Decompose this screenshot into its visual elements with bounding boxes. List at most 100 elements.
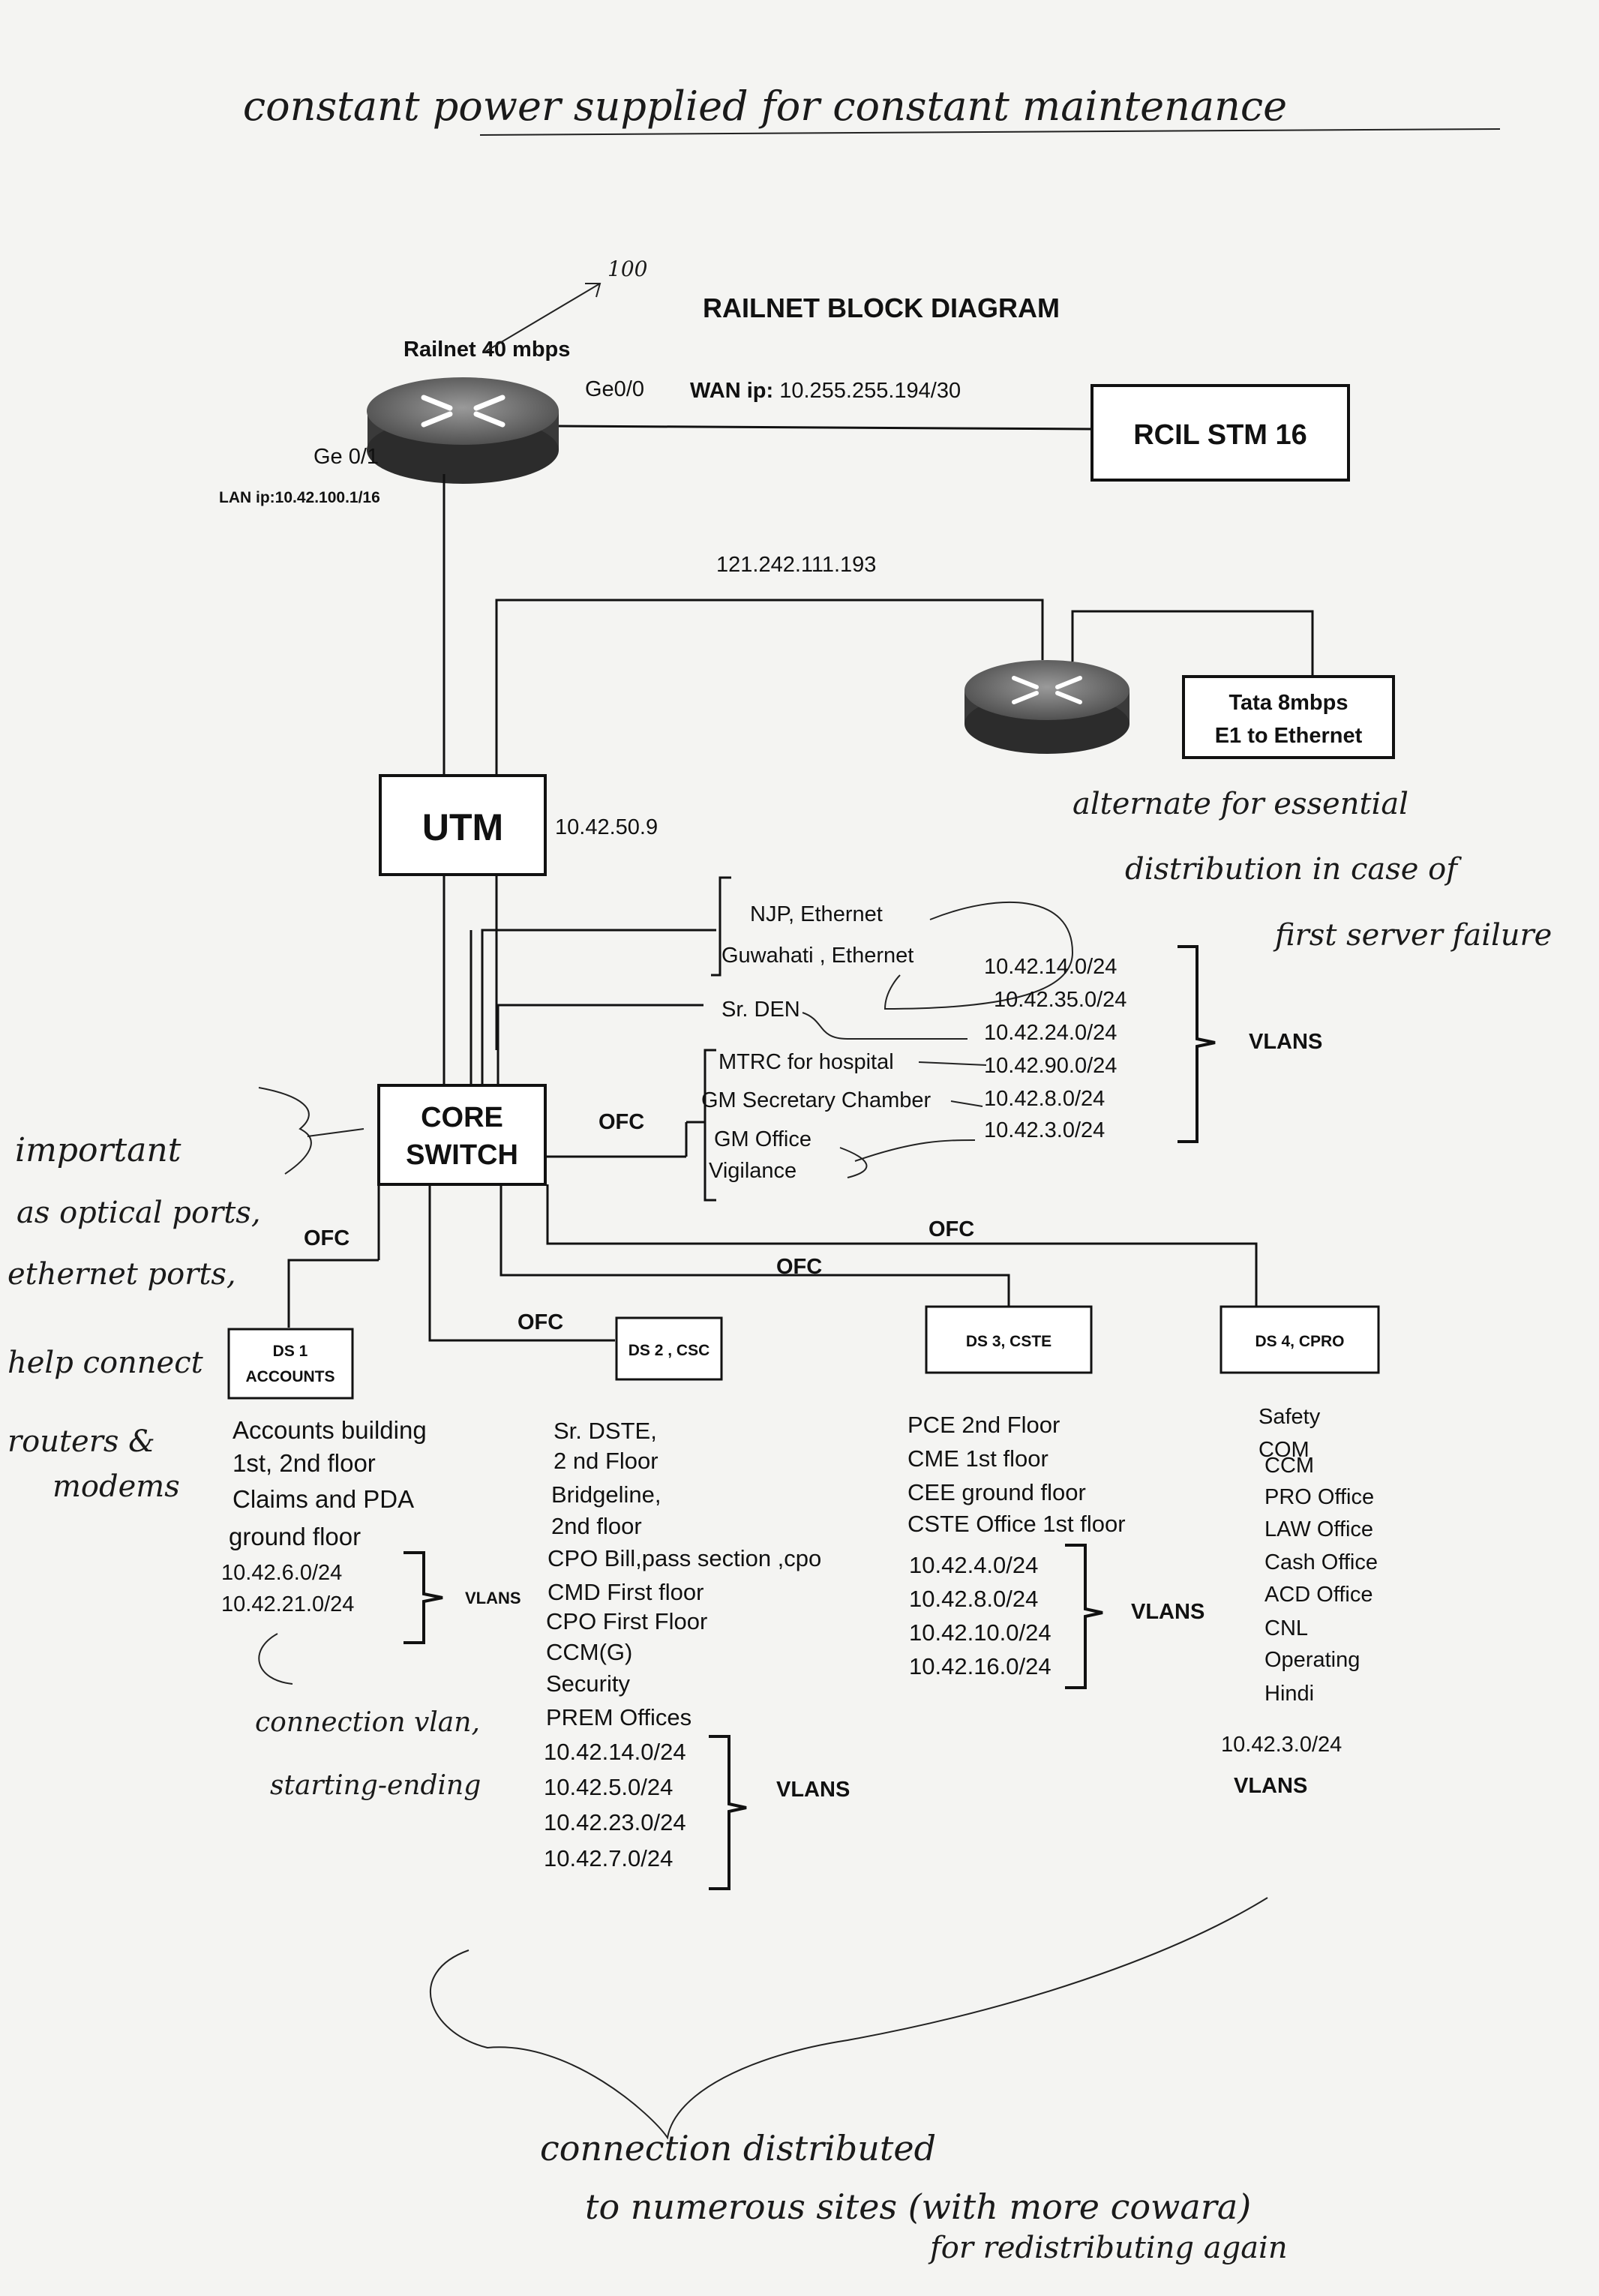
- bottom-note-1: connection distributed: [540, 2128, 936, 2168]
- ds2-item-2: 2 nd Floor: [554, 1448, 658, 1474]
- ofc-label-branches: OFC: [598, 1110, 644, 1134]
- ofc-label-ds2: OFC: [518, 1310, 563, 1334]
- ds2-box: [615, 1316, 723, 1381]
- branch-gm-secretary: GM Secretary Chamber: [701, 1088, 932, 1112]
- branch-vigilance: Vigilance: [709, 1159, 796, 1183]
- branch-vlans-label: VLANS: [1249, 1030, 1322, 1054]
- ds1-vlans-label: VLANS: [465, 1589, 521, 1607]
- link-secondary-to-tata: [1071, 610, 1314, 677]
- rcil-label: RCIL STM 16: [1133, 419, 1307, 451]
- ds2-vlan-1: 10.42.14.0/24: [544, 1739, 686, 1765]
- ds1-item-2: 1st, 2nd floor: [232, 1449, 376, 1477]
- link-core-to-srden: [496, 1004, 704, 1084]
- ds3-item-1: PCE 2nd Floor: [908, 1412, 1060, 1438]
- ds4-vlan-1: 10.42.3.0/24: [1221, 1733, 1342, 1757]
- utm-label: UTM: [422, 806, 503, 848]
- ds1-box: [227, 1328, 354, 1400]
- ds4-item-8: CNL: [1264, 1616, 1308, 1640]
- lan-ip-label: LAN ip:10.42.100.1/16: [219, 489, 380, 506]
- ds4-item-6: Cash Office: [1264, 1550, 1378, 1574]
- ds3-item-2: CME 1st floor: [908, 1445, 1048, 1472]
- link-core-to-njp: [481, 929, 716, 1084]
- ds2-item-10: PREM Offices: [546, 1704, 692, 1730]
- rcil-stm16-box: [1090, 384, 1350, 482]
- railnet-router-icon: [367, 377, 559, 484]
- ds2-item-3: Bridgeline,: [551, 1481, 661, 1508]
- annotation-100: 100: [608, 257, 647, 281]
- public-ip-label: 121.242.111.193: [716, 553, 876, 577]
- link-core-to-ds2: [428, 1184, 615, 1342]
- ds3-vlan-2: 10.42.8.0/24: [909, 1586, 1038, 1612]
- branch-vlan-1: 10.42.14.0/24: [984, 955, 1117, 979]
- wan-link: [558, 425, 1093, 431]
- core-line1: CORE: [421, 1102, 503, 1133]
- link-core-to-ds4: [546, 1184, 1258, 1307]
- ds3-vlan-4: 10.42.16.0/24: [909, 1653, 1052, 1679]
- ds2-vlans-label: VLANS: [776, 1778, 850, 1802]
- branch-gm-office: GM Office: [714, 1127, 812, 1151]
- ds4-item-1: Safety: [1258, 1405, 1321, 1429]
- ds2-item-8: CCM(G): [546, 1639, 632, 1665]
- alternate-note-1: alternate for essential: [1072, 787, 1408, 821]
- bottom-handwritten-bracket: [429, 1897, 1268, 2140]
- secondary-router-icon: [964, 660, 1130, 754]
- annotation-arrow: [483, 283, 601, 353]
- ds1-line1: DS 1: [273, 1343, 308, 1360]
- utm-ip: 10.42.50.9: [555, 815, 658, 839]
- ds4-item-7: ACD Office: [1264, 1583, 1373, 1607]
- ds3-vlans-label: VLANS: [1131, 1600, 1204, 1624]
- ds3-vlan-brace: [1065, 1544, 1103, 1689]
- branch-vlan-4: 10.42.90.0/24: [984, 1054, 1117, 1078]
- railnet-label: Railnet 40 mbps: [404, 338, 570, 362]
- important-note-3: ethernet ports,: [8, 1257, 236, 1292]
- branch-mtrc: MTRC for hospital: [718, 1050, 894, 1074]
- ds1-note-1: connection vlan,: [255, 1707, 480, 1738]
- ds1-note-2: starting-ending: [270, 1770, 481, 1801]
- ds2-item-7: CPO First Floor: [546, 1608, 707, 1634]
- ds2-vlan-2: 10.42.5.0/24: [544, 1774, 673, 1800]
- core-switch-box: [377, 1084, 547, 1186]
- ds2-label: DS 2 , CSC: [628, 1342, 710, 1359]
- link-core-to-ds1: [287, 1259, 379, 1328]
- ds1-item-4: ground floor: [229, 1523, 361, 1550]
- ds4-item-2: COM: [1258, 1438, 1310, 1462]
- ds4-item-3: CCM: [1264, 1454, 1314, 1478]
- branch-vlan-6: 10.42.3.0/24: [984, 1118, 1105, 1142]
- important-note-5: routers &: [8, 1424, 155, 1459]
- ds4-vlans-label: VLANS: [1234, 1774, 1307, 1798]
- tata-line1: Tata 8mbps: [1228, 691, 1348, 715]
- ds1-vlan-2: 10.42.21.0/24: [221, 1592, 354, 1616]
- branch-njp: NJP, Ethernet: [750, 902, 883, 926]
- utm-box: [379, 774, 547, 876]
- tata-line2: E1 to Ethernet: [1215, 724, 1363, 748]
- ds2-vlan-4: 10.42.7.0/24: [544, 1845, 673, 1871]
- ofc-label-ds3: OFC: [776, 1255, 822, 1279]
- branch-vlan-2: 10.42.35.0/24: [994, 988, 1126, 1012]
- diagram-title: RAILNET BLOCK DIAGRAM: [703, 293, 1060, 323]
- ds1-vlan-brace: [404, 1551, 443, 1644]
- link-core-to-ds3: [500, 1184, 1010, 1307]
- ds2-item-4: 2nd floor: [551, 1513, 642, 1539]
- ds3-vlan-3: 10.42.10.0/24: [909, 1619, 1052, 1646]
- important-note-1: important: [15, 1131, 182, 1169]
- ds2-item-9: Security: [546, 1670, 630, 1697]
- top-handwritten-note: constant power supplied for constant mai…: [243, 83, 1287, 130]
- branch-guwahati: Guwahati , Ethernet: [722, 944, 914, 968]
- top-note-underline: [479, 128, 1501, 136]
- bottom-note-3: for redistributing again: [928, 2231, 1288, 2265]
- ds1-item-3: Claims and PDA: [232, 1485, 414, 1513]
- ds2-item-6: CMD First floor: [548, 1579, 704, 1605]
- bottom-note-2: to numerous sites (with more cowara): [585, 2186, 1251, 2227]
- port-ge00-label: Ge0/0: [585, 377, 644, 401]
- ds1-item-1: Accounts building: [232, 1416, 427, 1444]
- ds4-item-4: PRO Office: [1264, 1485, 1374, 1509]
- ds4-item-5: LAW Office: [1264, 1517, 1373, 1541]
- ds1-line2: ACCOUNTS: [246, 1368, 335, 1385]
- ds1-vlan-1: 10.42.6.0/24: [221, 1561, 342, 1585]
- alternate-note-3: first server failure: [1273, 918, 1552, 953]
- ds2-vlan-brace: [709, 1735, 747, 1890]
- branch-vlan-3: 10.42.24.0/24: [984, 1021, 1117, 1045]
- ds2-vlan-3: 10.42.23.0/24: [544, 1809, 686, 1835]
- wan-ip-label: WAN ip: 10.255.255.194/30: [690, 379, 961, 403]
- core-line2: SWITCH: [406, 1139, 518, 1171]
